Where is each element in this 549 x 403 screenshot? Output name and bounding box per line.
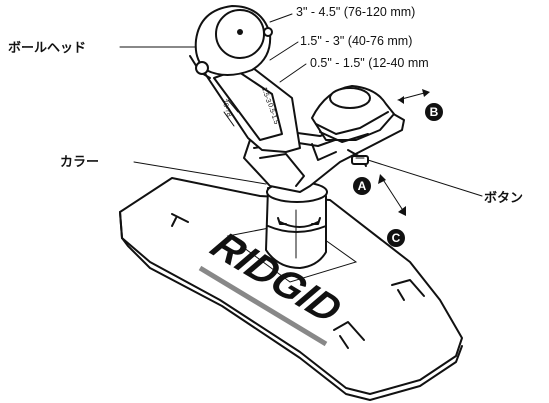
leader-small xyxy=(279,63,307,83)
logo-underline xyxy=(198,265,328,347)
svg-text:B: B xyxy=(430,105,439,119)
motion-arrow-c xyxy=(378,174,406,216)
ball-head xyxy=(189,5,273,79)
motion-arrow-b xyxy=(397,89,430,104)
label-collar: カラー xyxy=(60,154,99,169)
label-button: ボタン xyxy=(484,190,523,205)
label-ball-head: ボールヘッド xyxy=(8,40,86,55)
badge-c: C xyxy=(387,229,405,247)
svg-text:1.5-3: 1.5-3 xyxy=(260,86,272,103)
leader-button xyxy=(367,159,483,197)
small-ball-head xyxy=(311,85,395,143)
dimension-large: 3" - 4.5" (76-120 mm) xyxy=(296,5,415,19)
leader-collar xyxy=(133,161,267,185)
badge-b: B xyxy=(425,103,443,121)
leader-medium xyxy=(269,41,299,61)
dimension-medium: 1.5" - 3" (40-76 mm) xyxy=(300,34,412,48)
leader-large xyxy=(269,13,293,23)
svg-text:A: A xyxy=(358,179,367,193)
collar-post xyxy=(265,181,328,269)
badge-a: A xyxy=(353,177,371,195)
dimension-small: 0.5" - 1.5" (12-40 mm xyxy=(310,56,429,70)
svg-text:C: C xyxy=(392,231,401,245)
